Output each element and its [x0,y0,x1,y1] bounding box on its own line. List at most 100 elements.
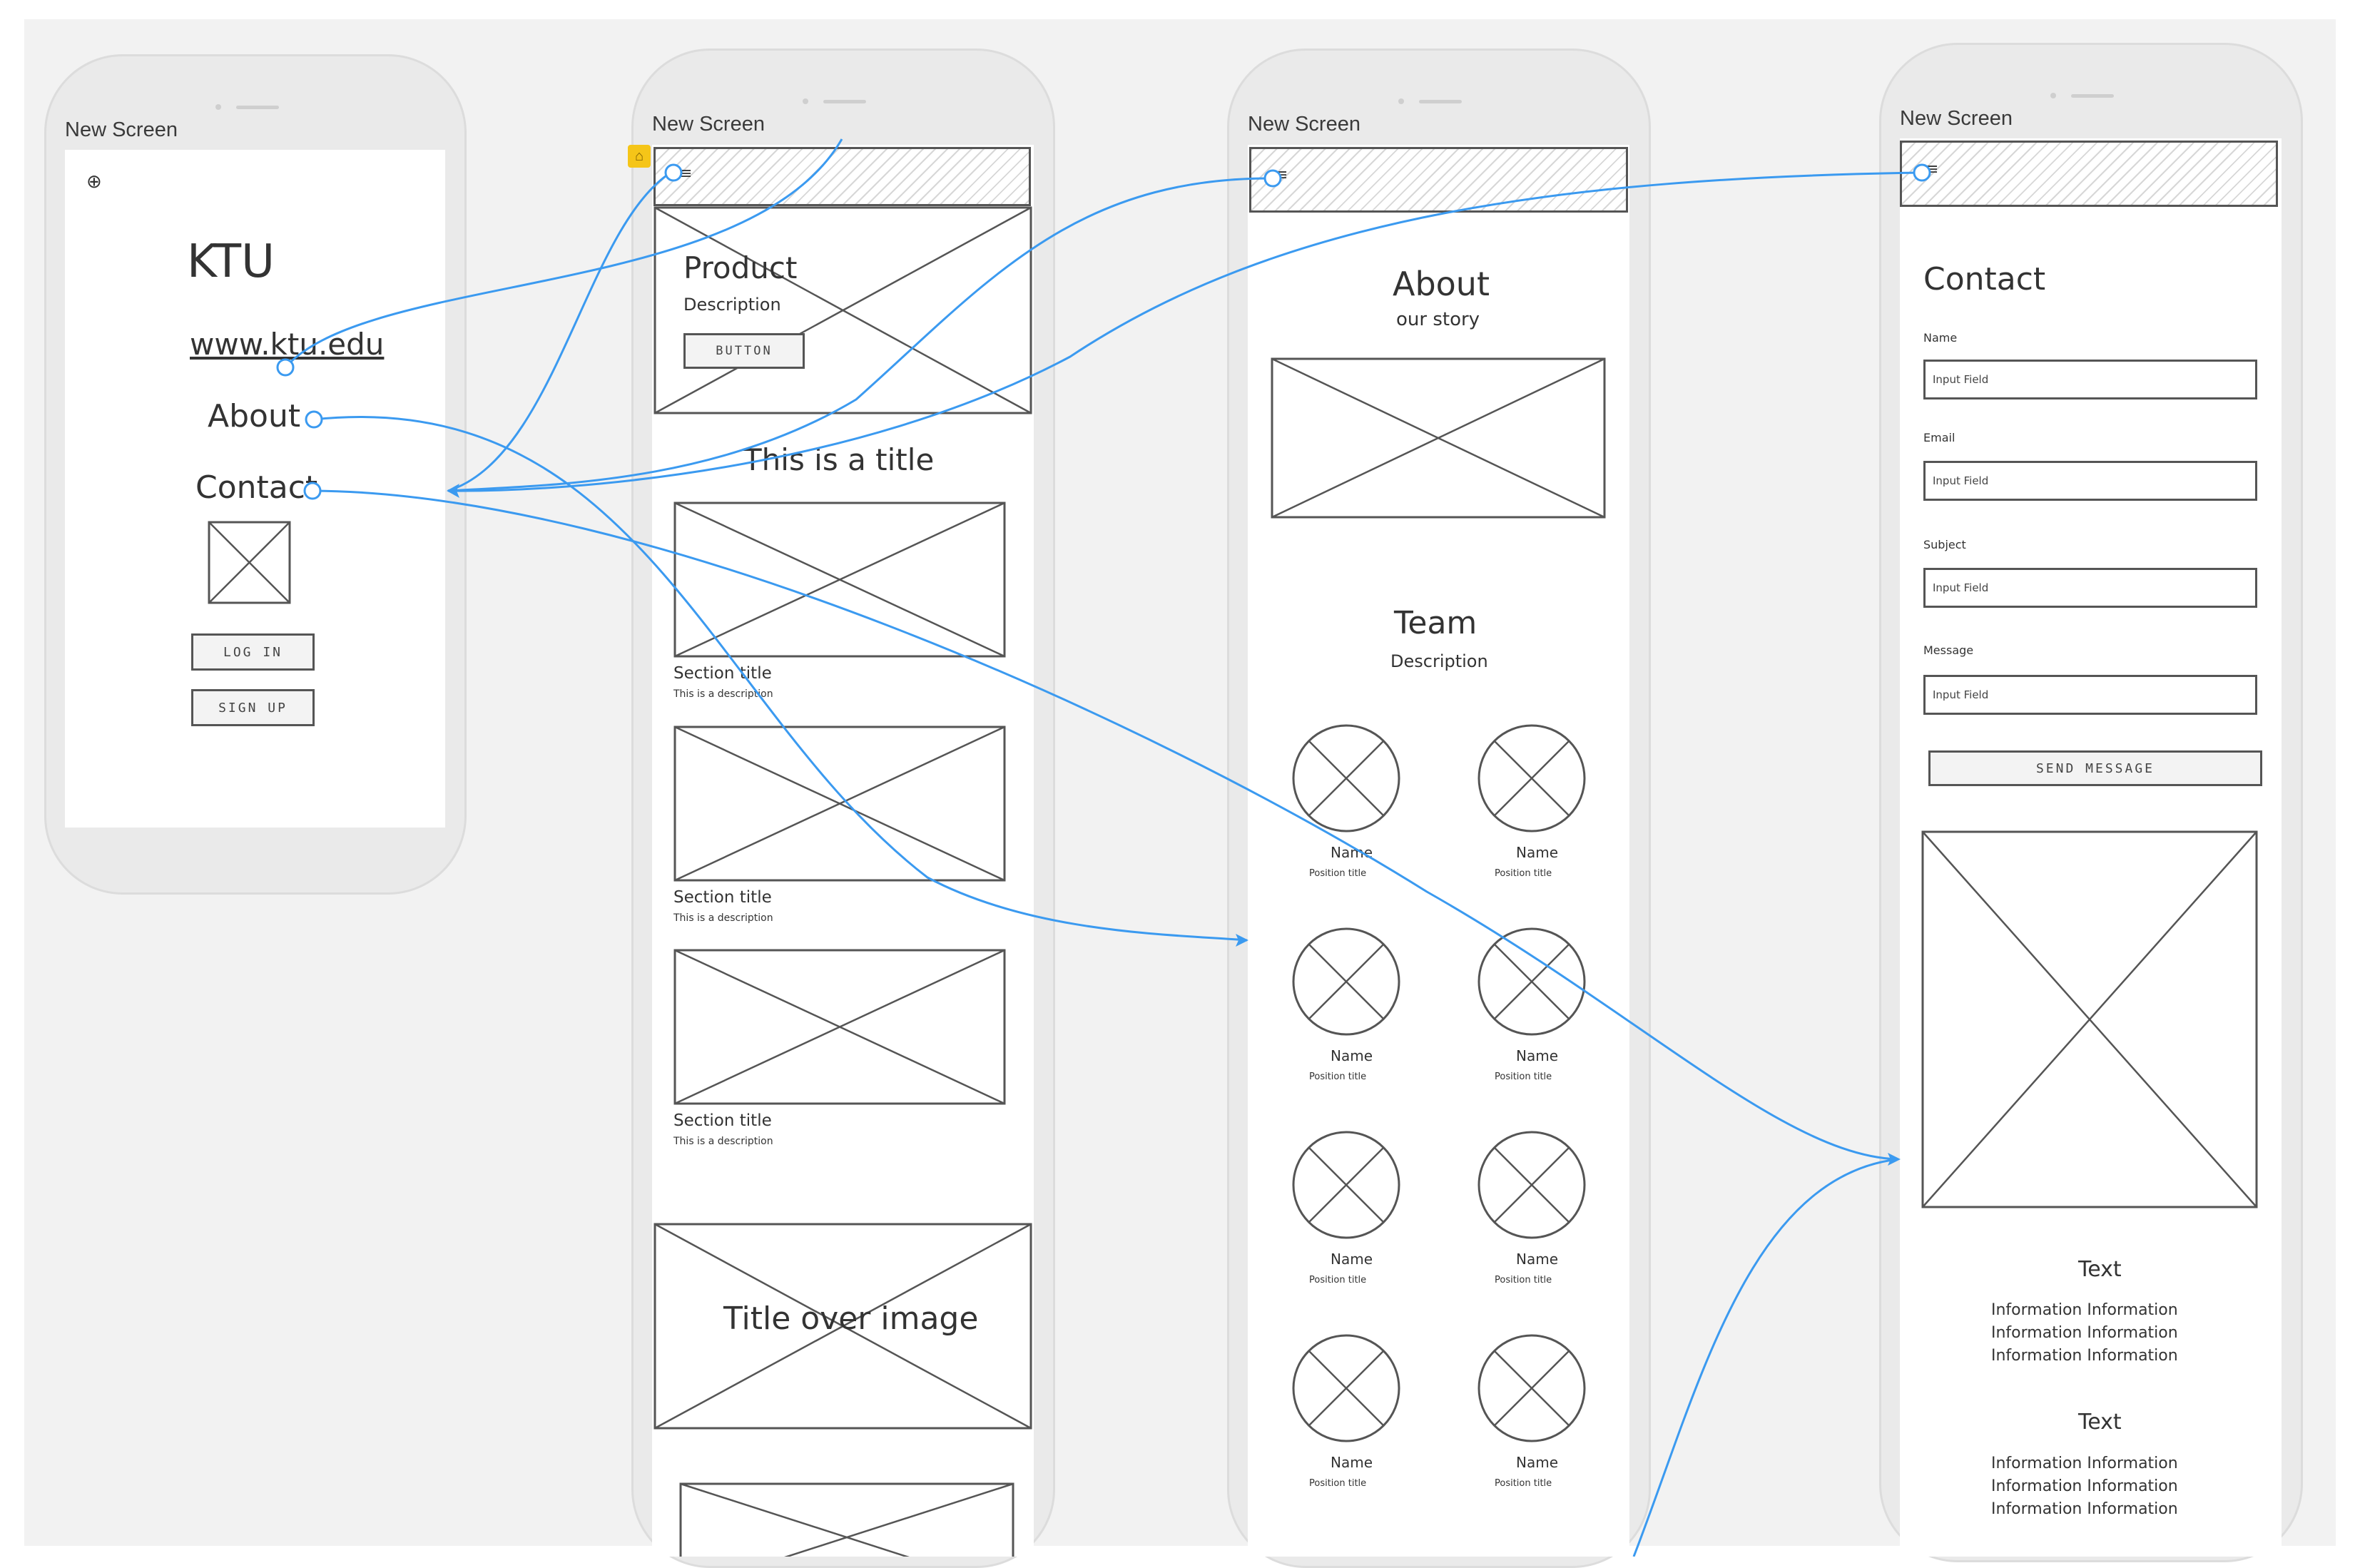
member-position: Position title [1309,1275,1367,1286]
send-message-button[interactable]: SEND MESSAGE [1928,750,2262,786]
member-name: Name [1516,844,1559,861]
nav-contact-link[interactable]: Contact [195,469,318,506]
header-bar [653,147,1031,206]
section-image-2 [673,726,1006,882]
team-description: Description [1390,651,1488,671]
hero-description: Description [683,295,781,315]
team-title: Team [1394,605,1477,641]
member-name: Name [1331,844,1373,861]
menu-icon[interactable]: ≡ [1926,161,1939,178]
speaker-slot [236,106,279,109]
avatar-placeholder [1477,724,1586,833]
section-heading: This is a title [743,442,935,477]
member-position: Position title [1495,1478,1552,1489]
contact-title: Contact [1923,261,2046,297]
text-block-heading-1: Text [2078,1257,2122,1282]
text-block-line: Information Information [1991,1301,2178,1319]
screen-home[interactable]: ⊕ KTU www.ktu.edu About Contact LOG IN S… [65,150,445,828]
hero-button[interactable]: BUTTON [683,333,805,369]
menu-icon[interactable]: ≡ [1275,166,1288,184]
text-block-line: Information Information [1991,1324,2178,1342]
member-position: Position title [1309,1478,1367,1489]
screen-title-contact[interactable]: New Screen [1900,107,2013,130]
screen-contact[interactable]: ≡ Contact Name Input Field Email Input F… [1900,138,2282,1557]
name-field[interactable]: Input Field [1923,360,2257,399]
camera-dot [1398,98,1404,104]
field-label-name: Name [1923,331,1958,345]
map-image-placeholder [1921,830,2258,1208]
avatar-placeholder [1292,927,1400,1036]
about-image [1271,357,1606,519]
section-desc-2: This is a description [673,912,773,924]
header-bar [1249,147,1628,213]
avatar-placeholder [1477,927,1586,1036]
logo-text: KTU [187,235,275,288]
section-image-1 [673,502,1006,658]
overlay-title: Title over image [723,1300,979,1337]
member-position: Position title [1495,1071,1552,1082]
text-block-heading-2: Text [2078,1410,2122,1435]
subject-field[interactable]: Input Field [1923,568,2257,608]
globe-icon[interactable]: ⊕ [86,171,102,193]
url-link[interactable]: www.ktu.edu [190,327,385,362]
start-screen-marker[interactable]: ⌂ [628,145,651,168]
field-label-subject: Subject [1923,538,1966,551]
email-field[interactable]: Input Field [1923,461,2257,501]
text-block-line: Information Information [1991,1500,2178,1518]
member-name: Name [1516,1251,1559,1268]
member-position: Position title [1495,1275,1552,1286]
member-name: Name [1331,1454,1373,1471]
camera-dot [803,98,808,104]
overlay-image [653,1223,1032,1430]
avatar-placeholder [1477,1131,1586,1239]
avatar-placeholder [1292,1131,1400,1239]
screen-product[interactable]: ≡ Product Description BUTTON This is a t… [652,145,1034,1557]
screen-title-home[interactable]: New Screen [65,118,178,141]
menu-icon[interactable]: ≡ [679,165,693,183]
section-title-1: Section title [673,664,772,683]
member-position: Position title [1495,868,1552,879]
bottom-image [679,1482,1014,1557]
section-title-2: Section title [673,888,772,907]
member-position: Position title [1309,1071,1367,1082]
text-block-line: Information Information [1991,1347,2178,1365]
section-desc-3: This is a description [673,1136,773,1147]
member-position: Position title [1309,868,1367,879]
login-button[interactable]: LOG IN [191,633,315,671]
field-label-email: Email [1923,431,1955,444]
section-desc-1: This is a description [673,688,773,700]
text-block-line: Information Information [1991,1455,2178,1472]
message-field[interactable]: Input Field [1923,675,2257,715]
member-name: Name [1516,1454,1559,1471]
speaker-slot [2071,94,2114,98]
hero-title: Product [683,250,798,285]
image-placeholder [208,521,291,604]
member-name: Name [1516,1047,1559,1064]
speaker-slot [823,100,866,103]
member-name: Name [1331,1251,1373,1268]
field-label-message: Message [1923,643,1974,657]
screen-title-about[interactable]: New Screen [1248,113,1360,136]
nav-about-link[interactable]: About [208,398,301,434]
camera-dot [215,104,221,110]
signup-button[interactable]: SIGN UP [191,689,315,726]
avatar-placeholder [1292,1334,1400,1442]
avatar-placeholder [1292,724,1400,833]
section-title-3: Section title [673,1111,772,1130]
text-block-line: Information Information [1991,1477,2178,1495]
about-title: About [1393,265,1490,303]
camera-dot [2050,93,2056,98]
avatar-placeholder [1477,1334,1586,1442]
section-image-3 [673,949,1006,1105]
screen-title-product[interactable]: New Screen [652,113,765,136]
